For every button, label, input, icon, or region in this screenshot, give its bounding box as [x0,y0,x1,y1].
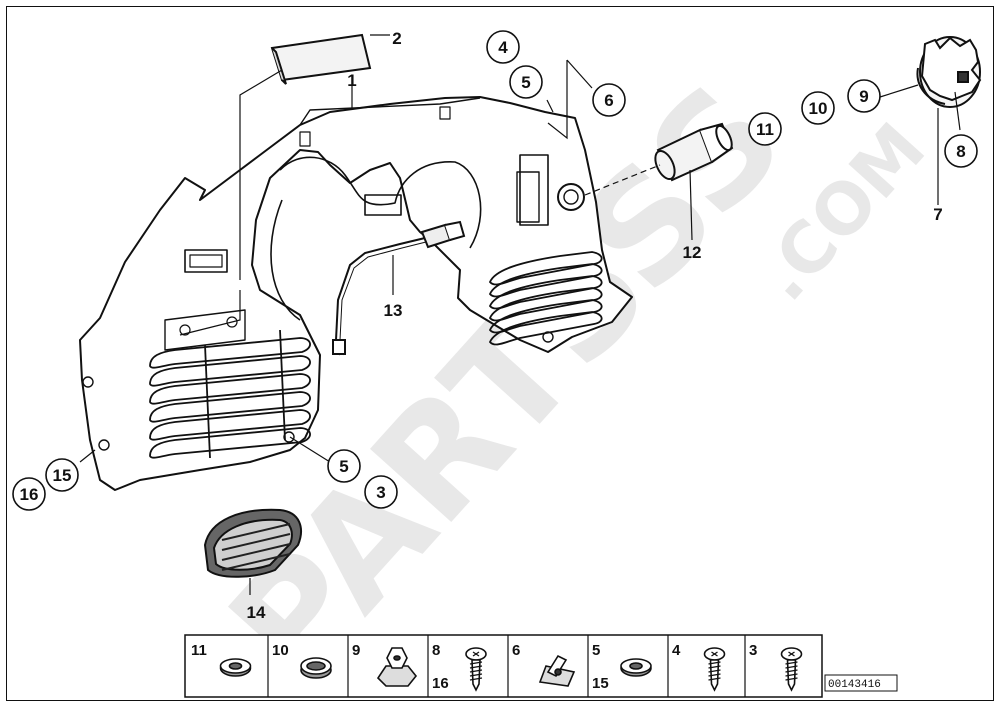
vent-slat [149,355,311,387]
strip-cell: 3 [744,635,803,697]
vent-slat [221,543,291,561]
clip-nut-icon [538,654,576,687]
callout-c5b: 5 [339,457,348,476]
callout-c9: 9 [859,87,868,106]
callout-c15: 15 [53,466,72,485]
hardware-strip: 11 10 9 8 16 6 5 15 4 3 [184,634,823,698]
strip-cell: 6 [507,635,576,697]
vent-slat [221,523,291,541]
callout-circle [944,134,978,168]
callout-circle [364,475,398,509]
callout-c10: 10 [809,99,828,118]
strip-cell: 10 [267,635,332,697]
callout-c1: 1 [347,71,356,90]
strip-sublabel: 16 [432,675,449,692]
callout-c11: 11 [756,120,774,139]
strip-label: 10 [272,642,289,659]
callout-c6: 6 [604,91,613,110]
washer-icon [620,658,652,677]
strip-cell: 11 [191,642,252,677]
callout-c14: 14 [247,603,266,622]
inner-fairing-panel [79,96,633,491]
small-vent-grille-part [203,508,302,578]
strip-cell: 4 [667,635,726,697]
callout-c16: 16 [20,485,39,504]
vent-slat [221,553,291,571]
callout-circle [509,65,543,99]
callout-circle [486,30,520,64]
callout-circle [748,112,782,146]
callout-circle [45,458,79,492]
callout-circle [327,449,361,483]
strip-label: 4 [672,642,681,659]
screw-icon [465,647,487,692]
vent-slat [488,311,603,346]
strip-cell: 9 [347,635,418,697]
vent-slat [149,373,311,405]
vent-slat [149,391,311,423]
callout-circle [801,91,835,125]
callout-c7: 7 [933,205,942,224]
callout-c5a: 5 [521,73,530,92]
strip-sublabel: 15 [592,675,609,692]
nut-icon [376,647,418,687]
right-vent-grille [488,251,603,346]
grommet-icon [300,657,332,679]
callout-circle [12,477,46,511]
strip-label: 9 [352,642,360,659]
callout-circle [847,79,881,113]
callout-c12: 12 [683,243,702,262]
bulb-socket-part [654,122,734,182]
callout-c8: 8 [956,142,965,161]
cover-strip-part [270,33,372,85]
callout-c3: 3 [376,483,385,502]
diagram-frame [6,6,994,701]
vent-divider [279,329,286,441]
strip-cell: 5 15 [587,635,652,697]
callout-circle [592,83,626,117]
vent-slat [149,409,311,441]
left-vent-grille [149,329,311,459]
vent-slat [149,337,311,369]
drawing-code-box: 00143416 [824,674,898,692]
strip-label: 8 [432,642,440,659]
washer-icon [219,658,252,677]
callout-c4: 4 [498,38,508,57]
vent-slat [221,533,291,551]
vent-divider [204,344,211,459]
screw-icon [780,647,803,692]
strip-label: 6 [512,642,520,659]
leader-lines [79,34,961,595]
callout-c13: 13 [384,301,403,320]
strip-label: 5 [592,642,600,659]
strip-label: 11 [191,642,207,659]
strip-cell: 8 16 [427,635,487,697]
wire-harness-part [332,220,466,356]
adjuster-knob-part [916,36,982,108]
screw-icon [703,647,726,692]
callout-c2: 2 [392,29,401,48]
strip-label: 3 [749,642,757,659]
vent-slat [149,427,311,459]
drawing-code: 00143416 [828,679,881,691]
